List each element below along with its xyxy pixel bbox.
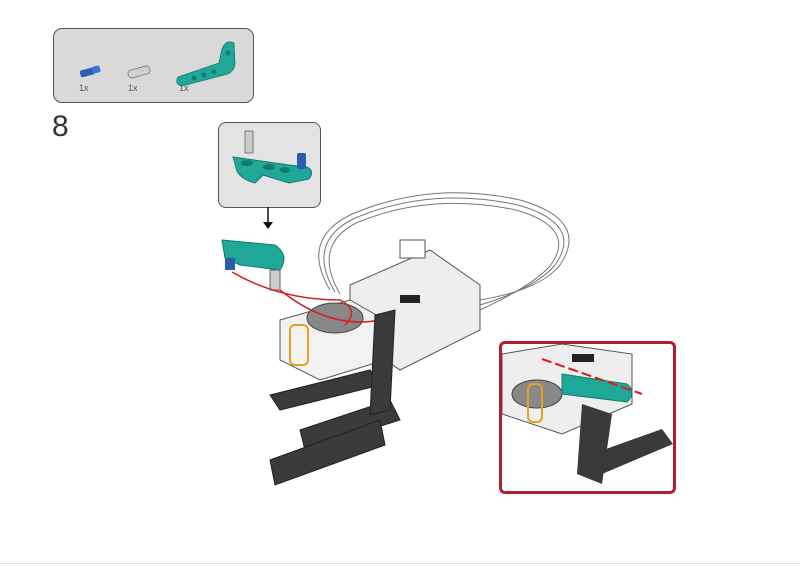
teal-beam-placement (221, 239, 285, 291)
blue-pin-icon (79, 65, 101, 78)
step-number: 8 (52, 110, 69, 143)
sub-assembly-illustration (232, 130, 313, 184)
teal-beam-icon (176, 41, 236, 87)
arrow-down-icon (263, 222, 273, 229)
dark-beams (269, 309, 401, 486)
orange-marker (289, 324, 309, 366)
part-quantity: 1x (79, 83, 89, 93)
parts-icons (79, 41, 236, 87)
page-divider (0, 563, 800, 564)
red-guide-lines (231, 271, 381, 326)
detail-illustration (502, 344, 673, 484)
gray-pin-icon (127, 65, 151, 79)
part-quantity: 1x (128, 83, 138, 93)
detail-view-inset (499, 341, 676, 494)
cable (318, 192, 570, 311)
sub-assembly-callout (218, 122, 321, 208)
parts-list-box: 1x 1x 1x (53, 28, 254, 103)
part-quantity: 1x (179, 83, 189, 93)
